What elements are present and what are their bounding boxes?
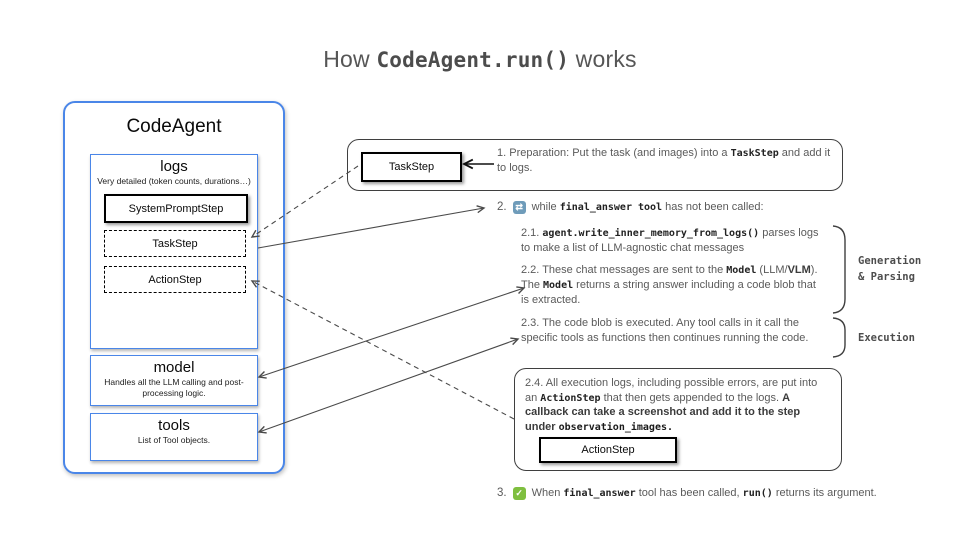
- step3-line: 3. ✓ When final_answer tool has been cal…: [497, 486, 877, 501]
- model-box: model Handles all the LLM calling and po…: [90, 355, 258, 406]
- logs-box: logs Very detailed (token counts, durati…: [90, 154, 258, 349]
- model-title: model: [153, 359, 195, 376]
- step2-4-text: 2.4. All execution logs, including possi…: [525, 377, 818, 433]
- page-title: How CodeAgent.run() works: [323, 46, 637, 72]
- codeagent-panel: CodeAgent logs Very detailed (token coun…: [63, 101, 285, 474]
- task-step-label: TaskStep: [152, 237, 198, 250]
- step2-line: 2. ⇄ while final_answer tool has not bee…: [497, 200, 764, 215]
- tools-title: tools: [158, 417, 190, 434]
- tools-box: tools List of Tool objects.: [90, 413, 258, 461]
- step2-1-2-2-block: 2.1. agent.write_inner_memory_from_logs(…: [521, 226, 823, 307]
- arrow-logs-to-step2: [257, 208, 484, 249]
- step2-4-actionstep-tag: ActionStep: [539, 437, 677, 463]
- step2-1-text: 2.1. agent.write_inner_memory_from_logs(…: [521, 227, 819, 254]
- execution-label: Execution: [858, 332, 915, 344]
- generation-parsing-label: Generation & Parsing: [858, 255, 922, 284]
- bracket-generation-parsing: [832, 225, 846, 314]
- step1-taskstep-tag-label: TaskStep: [388, 161, 435, 173]
- action-step-label: ActionStep: [148, 273, 202, 286]
- step2-3-text: 2.3. The code blob is executed. Any tool…: [521, 317, 809, 344]
- loop-icon: ⇄: [512, 200, 526, 214]
- model-subtitle: Handles all the LLM calling and post-pro…: [104, 377, 244, 398]
- step2-text: while final_answer tool has not been cal…: [531, 201, 764, 213]
- arrow-model-step2-2: [259, 288, 524, 377]
- logs-subtitle: Very detailed (token counts, durations…): [97, 176, 251, 186]
- check-icon: ✓: [512, 486, 526, 500]
- logs-title: logs: [160, 158, 188, 175]
- step2-4-box: 2.4. All execution logs, including possi…: [514, 368, 842, 471]
- arrow-tools-step2-3: [259, 339, 518, 432]
- step2-number: 2.: [497, 201, 507, 214]
- step1-box: TaskStep 1. Preparation: Put the task (a…: [347, 139, 843, 191]
- step2-2-text: 2.2. These chat messages are sent to the…: [521, 264, 818, 306]
- step2-3-block: 2.3. The code blob is executed. Any tool…: [521, 316, 833, 345]
- step1-taskstep-tag: TaskStep: [361, 152, 462, 182]
- bracket-execution: [832, 317, 846, 358]
- arrow-step2-4-to-actionstep: [252, 281, 515, 420]
- system-prompt-step-chip: SystemPromptStep: [104, 194, 248, 223]
- action-step-chip: ActionStep: [104, 266, 246, 293]
- step2-4-actionstep-tag-label: ActionStep: [581, 444, 635, 456]
- step3-number: 3.: [497, 487, 507, 500]
- system-prompt-step-label: SystemPromptStep: [128, 202, 224, 215]
- tools-subtitle: List of Tool objects.: [137, 435, 211, 445]
- step1-text: 1. Preparation: Put the task (and images…: [497, 147, 831, 174]
- step3-text: When final_answer tool has been called, …: [531, 487, 877, 499]
- task-step-chip: TaskStep: [104, 230, 246, 257]
- codeagent-panel-title: CodeAgent: [126, 116, 222, 137]
